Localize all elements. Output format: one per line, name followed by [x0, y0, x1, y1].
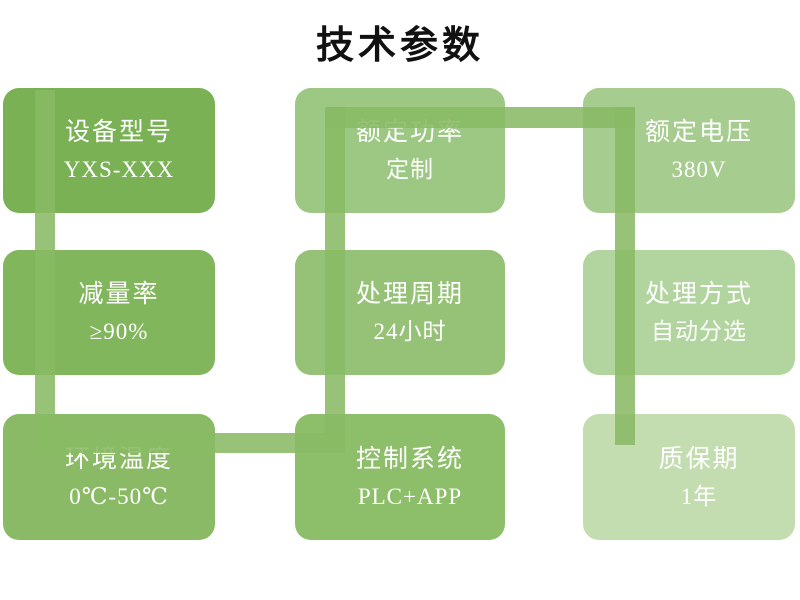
param-value: 1年 [680, 483, 718, 509]
param-label: 控制系统 [355, 445, 464, 473]
connector-bottom-horizontal [35, 433, 345, 453]
param-label: 处理周期 [355, 281, 464, 308]
param-value: YXS-XXX [63, 157, 175, 182]
param-value: 380V [671, 157, 727, 182]
param-value: 定制 [386, 157, 434, 182]
param-value: PLC+APP [357, 483, 463, 509]
param-label: 减量率 [78, 281, 160, 308]
connector-right-vertical [615, 107, 635, 445]
connector-top-horizontal [325, 107, 635, 128]
connector-middle-vertical [325, 107, 345, 453]
param-value: 自动分选 [651, 319, 747, 344]
param-value: ≥90% [89, 319, 149, 344]
param-label: 处理方式 [644, 281, 753, 308]
param-label: 设备型号 [64, 119, 173, 146]
param-value: 0℃-50℃ [69, 483, 169, 509]
connector-left-vertical [35, 90, 55, 453]
param-label: 质保期 [658, 445, 740, 473]
param-label: 额定电压 [644, 119, 753, 146]
param-value: 24小时 [373, 319, 447, 344]
page-title: 技术参数 [315, 25, 484, 67]
